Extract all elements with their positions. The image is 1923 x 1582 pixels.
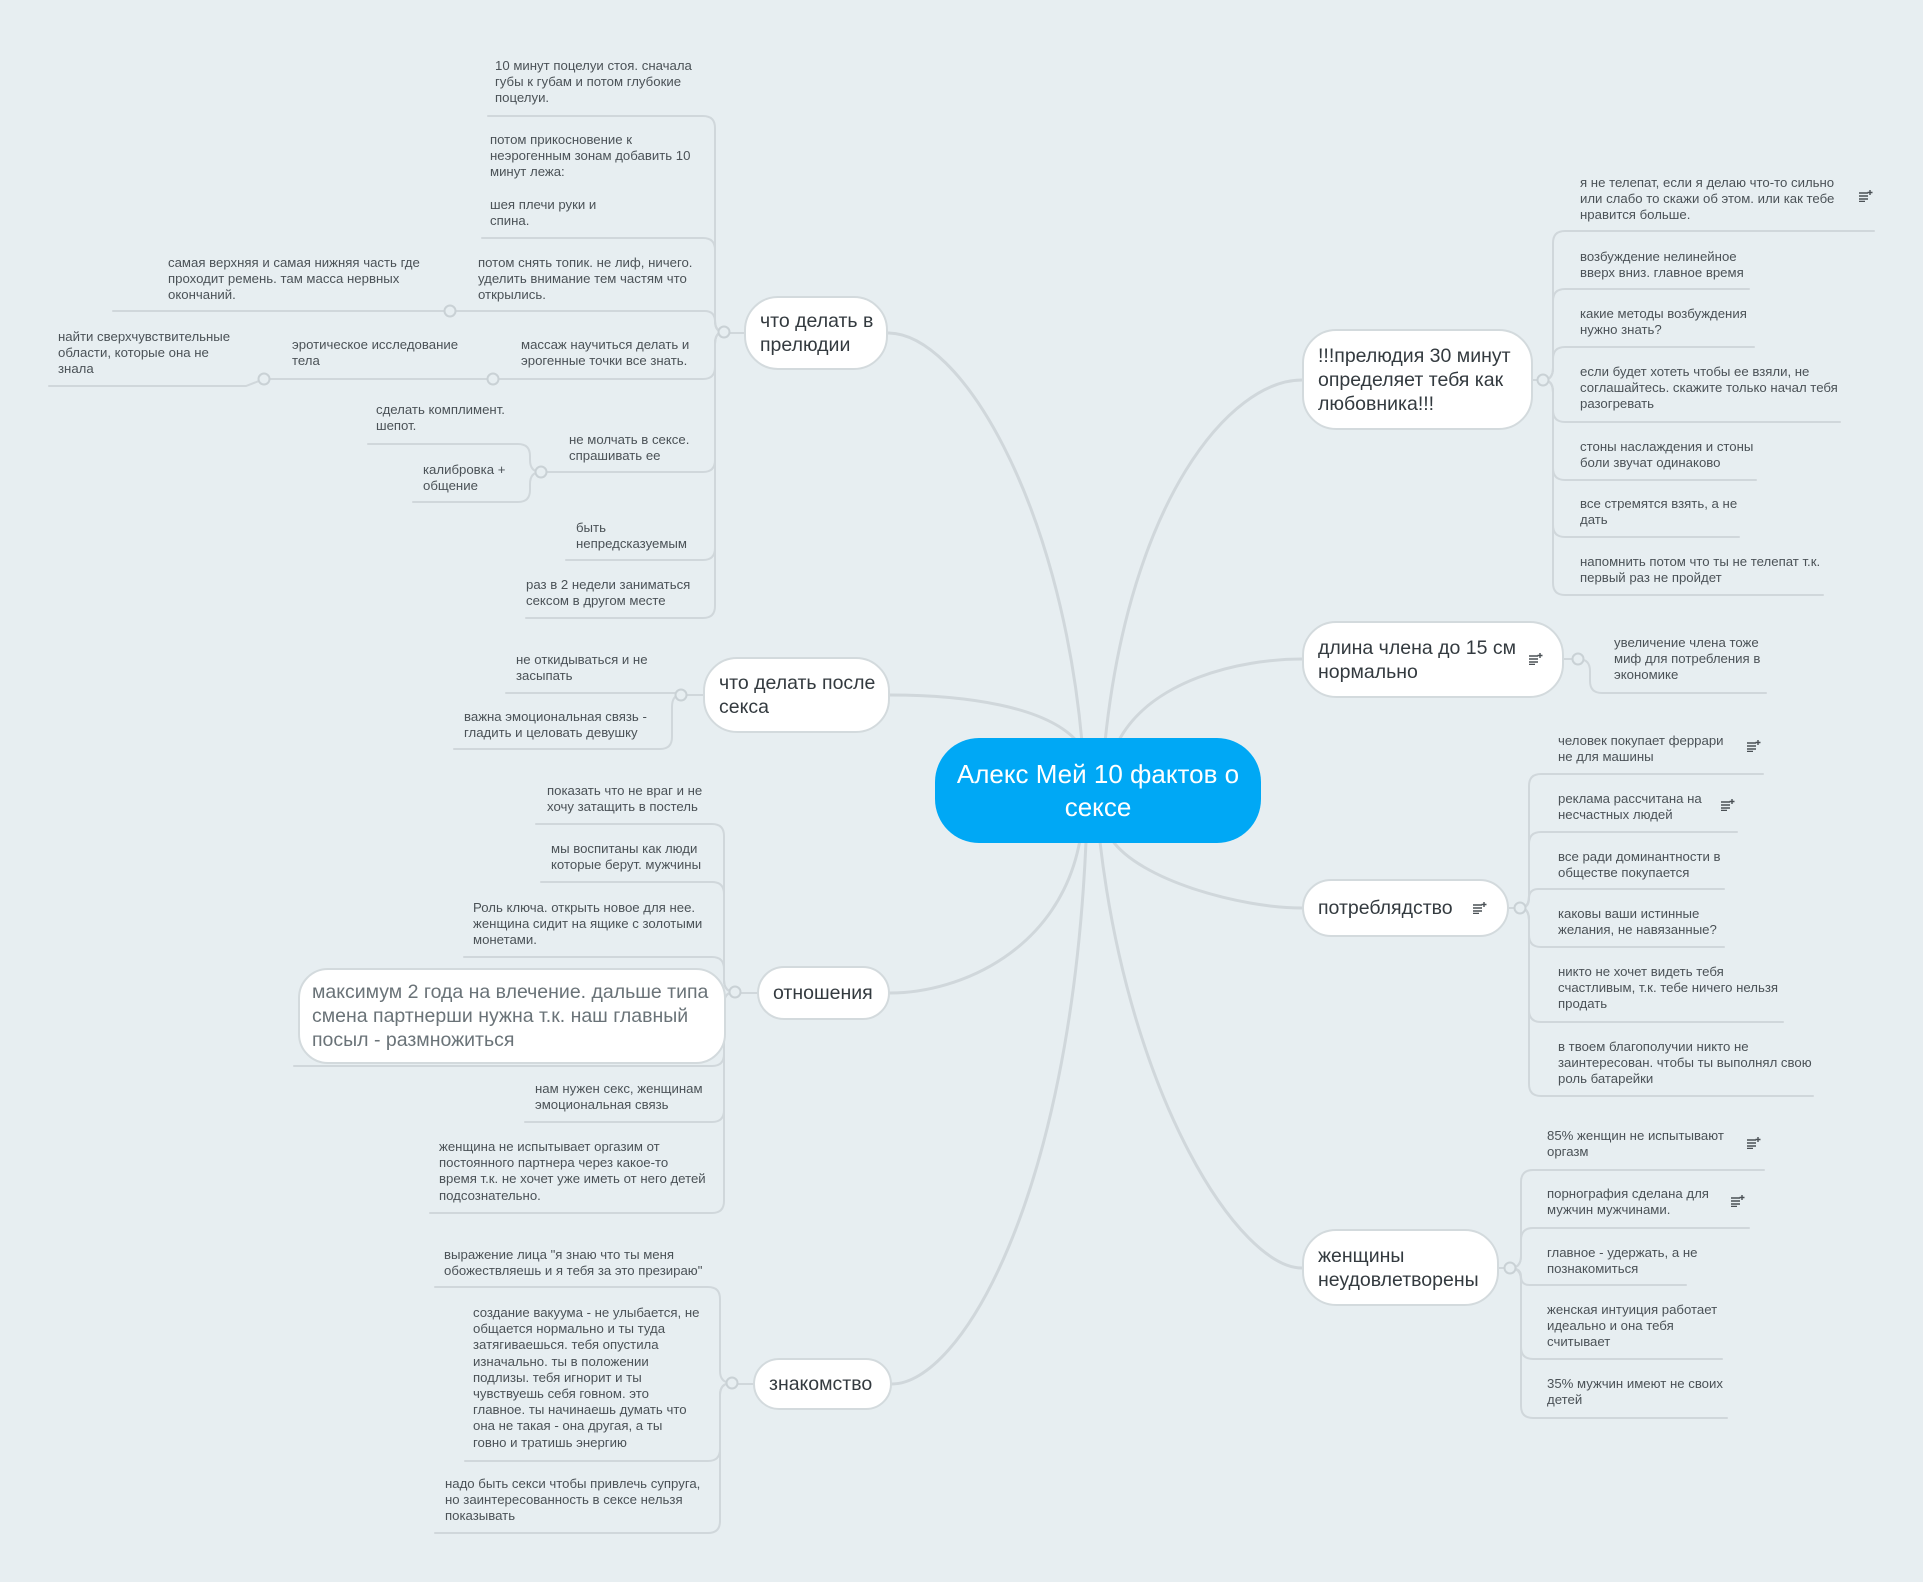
collapse-toggle[interactable] [1503, 1261, 1517, 1275]
note-icon[interactable] [1529, 653, 1543, 665]
collapse-toggle[interactable] [257, 372, 271, 386]
branch-line [888, 838, 1082, 995]
leaf-pornography[interactable]: порнография сделана для мужчин мужчинами… [1547, 1186, 1709, 1218]
leaf-intuition[interactable]: женская интуиция работает идеально и она… [1547, 1302, 1718, 1350]
note-icon[interactable] [1473, 902, 1487, 914]
leaf-dont-sleep[interactable]: не откидываться и не засыпать [516, 652, 648, 684]
note-icon[interactable] [1747, 740, 1761, 752]
branch-line [1110, 838, 1304, 910]
leaf-other-place[interactable]: раз в 2 недели заниматься сексом в друго… [526, 577, 691, 609]
leaf-remove-top[interactable]: потом снять топик. не лиф, ничего. удели… [478, 255, 693, 303]
leaf-dont-be-silent[interactable]: не молчать в сексе. спрашивать ее [569, 432, 690, 464]
connector-line [1577, 658, 1767, 694]
collapse-toggle[interactable] [728, 985, 742, 999]
leaf-touch[interactable]: потом прикосновение к неэрогенным зонам … [490, 132, 691, 229]
collapse-toggle[interactable] [674, 688, 688, 702]
branch-line [890, 840, 1088, 1386]
note-icon[interactable] [1859, 190, 1873, 202]
branch-line [1116, 657, 1304, 744]
leaf-dominance[interactable]: все ради доминантности в обществе покупа… [1558, 849, 1721, 881]
connector-line [434, 1286, 733, 1384]
collapse-toggle[interactable] [717, 325, 731, 339]
leaf-be-sexy[interactable]: надо быть секси чтобы привлечь супруга, … [445, 1476, 701, 1524]
subtopic-two-years[interactable]: максимум 2 года на влечение. дальше типа… [298, 968, 726, 1064]
leaf-raised-to-take[interactable]: мы воспитаны как люди которые берут. муж… [551, 841, 702, 873]
leaf-keep[interactable]: главное - удержать, а не познакомиться [1547, 1245, 1698, 1277]
branch-line [886, 331, 1084, 744]
leaf-key-role[interactable]: Роль ключа. открыть новое для нее. женщи… [473, 900, 703, 948]
leaf-not-telepath[interactable]: я не телепат, если я делаю что-то сильно… [1580, 175, 1835, 223]
leaf-kissing[interactable]: 10 минут поцелуи стоя. сначала губы к гу… [495, 58, 692, 106]
topic-acquaintance[interactable]: знакомство [753, 1358, 892, 1410]
leaf-remind[interactable]: напомнить потом что ты не телепат т.к. п… [1580, 554, 1821, 586]
leaf-arousal-methods[interactable]: какие методы возбуждения нужно знать? [1580, 306, 1747, 338]
branch-line [888, 693, 1082, 747]
leaf-not-enemy[interactable]: показать что не враг и не хочу затащить … [547, 783, 703, 815]
leaf-35-percent[interactable]: 35% мужчин имеют не своих детей [1547, 1376, 1723, 1408]
note-icon[interactable] [1731, 1195, 1745, 1207]
collapse-toggle[interactable] [725, 1376, 739, 1390]
topic-women-unsatisfied[interactable]: женщины неудовлетворены [1302, 1229, 1499, 1306]
leaf-belt-zone[interactable]: самая верхняя и самая нижняя часть где п… [168, 255, 420, 303]
leaf-sensitive-areas[interactable]: найти сверхчувствительные области, котор… [58, 329, 231, 377]
leaf-calibration[interactable]: калибровка + общение [423, 462, 506, 494]
leaf-compliment[interactable]: сделать комплимент. шепот. [376, 402, 505, 434]
leaf-ferrari[interactable]: человек покупает феррари не для машины [1558, 733, 1724, 765]
leaf-true-desires[interactable]: каковы ваши истинные желания, не навязан… [1558, 906, 1717, 938]
leaf-body-exploration[interactable]: эротическое исследование тела [292, 337, 459, 369]
leaf-no-orgasm-partner[interactable]: женщина не испытывает оргазим от постоян… [439, 1139, 706, 1203]
branch-line [1103, 378, 1304, 744]
leaf-advertising[interactable]: реклама рассчитана на несчастных людей [1558, 791, 1702, 823]
leaf-unpredictable[interactable]: быть непредсказуемым [576, 520, 687, 552]
collapse-toggle[interactable] [486, 372, 500, 386]
topic-foreplay-what-to-do[interactable]: что делать в прелюдии [744, 296, 888, 370]
connector-line [48, 378, 265, 387]
topic-relationships[interactable]: отношения [757, 966, 890, 1020]
central-topic[interactable]: Алекс Мей 10 фактов о сексе [935, 738, 1261, 843]
leaf-nobody-wants-happy[interactable]: никто не хочет видеть тебя счастливым, т… [1558, 964, 1779, 1012]
note-icon[interactable] [1747, 1137, 1761, 1149]
leaf-nonlinear-arousal[interactable]: возбуждение нелинейное вверх вниз. главн… [1580, 249, 1744, 281]
leaf-emotional-bond[interactable]: важна эмоциональная связь - гладить и це… [464, 709, 647, 741]
connector-line [525, 331, 725, 619]
collapse-toggle[interactable] [1536, 373, 1550, 387]
leaf-enlargement-myth[interactable]: увеличение члена тоже миф для потреблени… [1614, 635, 1761, 683]
topic-foreplay-30-minutes[interactable]: !!!прелюдия 30 минут определяет тебя как… [1302, 329, 1533, 430]
topic-length[interactable]: длина члена до 15 см нормально [1302, 621, 1564, 698]
collapse-toggle[interactable] [1513, 901, 1527, 915]
leaf-battery[interactable]: в твоем благополучии никто не заинтересо… [1558, 1039, 1812, 1087]
topic-label: потреблядство [1318, 897, 1453, 919]
branch-line [1098, 840, 1304, 1270]
leaf-facial-expression[interactable]: выражение лица "я знаю что ты меня обоже… [444, 1247, 703, 1279]
leaf-85-percent[interactable]: 85% женщин не испытывают оргазм [1547, 1128, 1724, 1160]
topic-label: длина члена до 15 см нормально [1318, 636, 1516, 683]
leaf-take-not-give[interactable]: все стремятся взять, а не дать [1580, 496, 1738, 528]
leaf-moans[interactable]: стоны наслаждения и стоны боли звучат од… [1580, 439, 1754, 471]
note-icon[interactable] [1721, 799, 1735, 811]
leaf-needs[interactable]: нам нужен секс, женщинам эмоциональная с… [535, 1081, 703, 1113]
collapse-toggle[interactable] [443, 304, 457, 318]
topic-after-sex[interactable]: что делать после секса [703, 657, 890, 733]
connector-line [434, 1382, 733, 1534]
leaf-dont-agree[interactable]: если будет хотеть чтобы ее взяли, не сог… [1580, 364, 1838, 412]
collapse-toggle[interactable] [534, 465, 548, 479]
leaf-massage[interactable]: массаж научиться делать и эрогенные точк… [521, 337, 690, 369]
leaf-vacuum[interactable]: создание вакуума - не улыбается, не обща… [473, 1305, 700, 1450]
collapse-toggle[interactable] [1571, 652, 1585, 666]
